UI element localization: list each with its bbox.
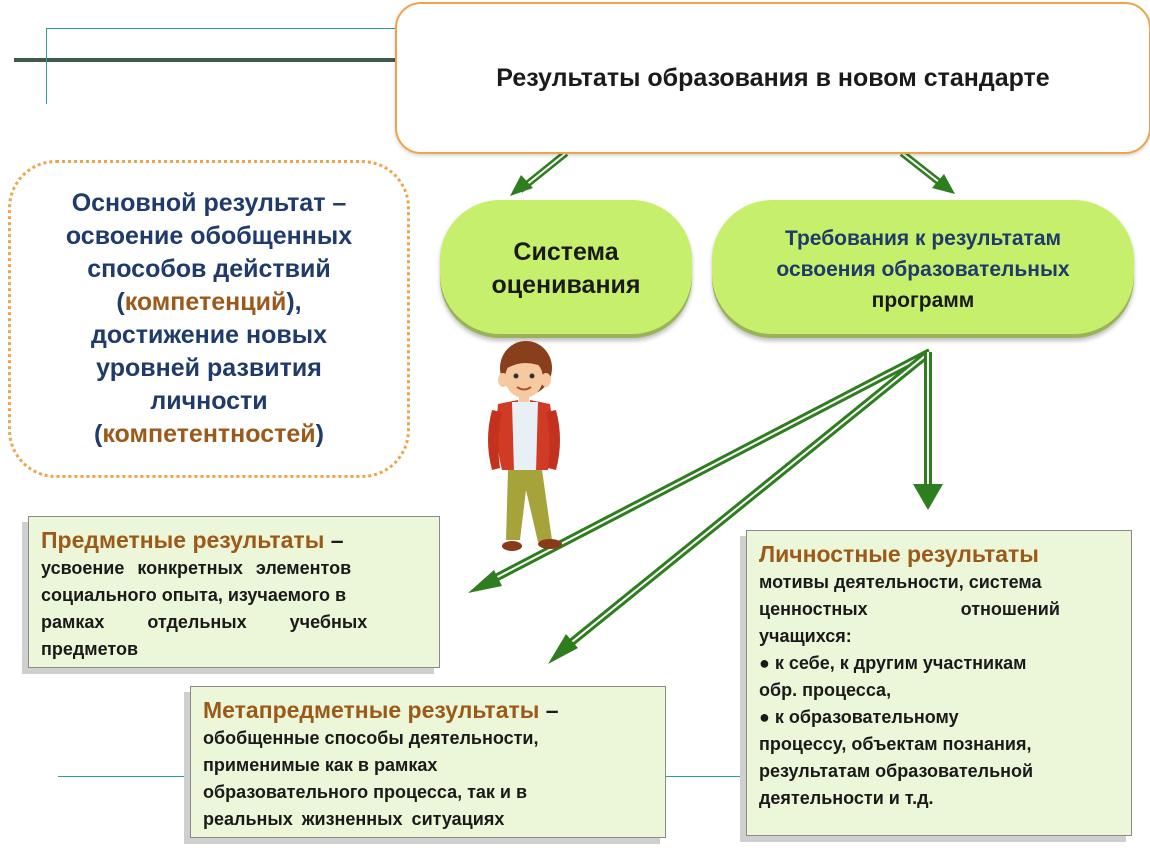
- personal-results-line-2: ценностных отношений: [759, 599, 1060, 619]
- subject-results-line-3: рамках отдельных учебных: [41, 612, 368, 632]
- subject-results-line-4: предметов: [41, 639, 139, 659]
- assessment-line-2: оценивания: [491, 271, 641, 299]
- personal-results-line-6: ● к образовательному: [759, 707, 959, 727]
- personal-results-line-9: деятельности и т.д.: [759, 788, 934, 808]
- main-result-line-6: уровней развития: [96, 354, 322, 382]
- subject-results-heading-row: Предметные результаты –: [41, 525, 427, 555]
- main-result-line-7: личности: [150, 387, 268, 415]
- subject-results-dash: –: [324, 527, 344, 553]
- meta-results-line-3: образовательного процесса, так и в: [203, 782, 528, 802]
- personal-results-box: Личностные результаты мотивы деятельност…: [746, 530, 1132, 836]
- subject-results-box: Предметные результаты – усвоение конкрет…: [28, 516, 440, 668]
- personal-results-line-1: мотивы деятельности, система: [759, 572, 1042, 592]
- deco-line-vertical: [46, 28, 47, 104]
- term-competences: компетентностей: [102, 420, 316, 448]
- meta-results-dash: –: [539, 697, 559, 723]
- subject-results-line-2: социального опыта, изучаемого в: [41, 585, 347, 605]
- requirements-line-3: программ: [871, 288, 975, 312]
- requirements-line-2: освоения образовательных: [776, 257, 1070, 281]
- arrow-title-to-requirements: [899, 150, 955, 194]
- assessment-system-node: Система оценивания: [440, 200, 692, 338]
- main-result-line-4: (компетенций),: [116, 288, 302, 316]
- arrow-title-to-assessment: [510, 150, 569, 196]
- main-result-line-2: освоение обобщенных: [65, 222, 353, 250]
- title-box: Результаты образования в новом стандарте: [395, 2, 1150, 154]
- personal-results-text: мотивы деятельности, система ценностных …: [759, 569, 1119, 812]
- meta-results-text: обобщенные способы деятельности, примени…: [203, 725, 653, 833]
- meta-results-line-2: применимые как в рамках: [203, 755, 438, 775]
- deco-line-top: [14, 58, 396, 62]
- student-illustration: [488, 341, 562, 551]
- personal-results-line-7: процессу, объектам познания,: [759, 734, 1032, 754]
- personal-results-line-8: результатам образовательной: [759, 761, 1034, 781]
- meta-results-line-4: реальных жизненных ситуациях: [203, 809, 505, 829]
- deco-line-bottom-mid: [666, 776, 746, 777]
- deco-line-top-teal: [46, 28, 396, 29]
- personal-results-line-4: ● к себе, к другим участникам: [759, 653, 1027, 673]
- assessment-line-1: Система: [513, 238, 619, 266]
- main-result-line-1: Основной результат –: [71, 189, 347, 217]
- main-result-line-3: способов действий: [87, 255, 331, 283]
- arrow-to-meta-results: [548, 348, 933, 664]
- main-result-box: Основной результат – освоение обобщенных…: [8, 160, 410, 478]
- deco-line-bottom-left: [58, 776, 190, 777]
- main-result-line-5: достижение новых: [91, 321, 327, 349]
- subject-results-line-1: усвоение конкретных элементов: [41, 558, 352, 578]
- arrow-to-personal-results: [913, 352, 943, 510]
- subject-results-text: усвоение конкретных элементов социальног…: [41, 555, 427, 663]
- meta-results-heading-row: Метапредметные результаты –: [203, 695, 653, 725]
- meta-results-heading: Метапредметные результаты: [203, 697, 540, 723]
- meta-results-box: Метапредметные результаты – обобщенные с…: [190, 686, 666, 838]
- meta-results-line-1: обобщенные способы деятельности,: [203, 728, 539, 748]
- personal-results-line-5: обр. процесса,: [759, 680, 892, 700]
- personal-results-heading: Личностные результаты: [759, 541, 1039, 567]
- term-competencies: компетенций: [124, 288, 287, 316]
- requirements-node: Требования к результатам освоения образо…: [712, 200, 1134, 338]
- personal-results-line-3: учащихся:: [759, 626, 852, 646]
- page-title: Результаты образования в новом стандарте: [496, 63, 1050, 92]
- main-result-line-8: (компетентностей): [94, 420, 324, 448]
- requirements-line-1: Требования к результатам: [784, 226, 1062, 250]
- subject-results-heading: Предметные результаты: [41, 527, 325, 553]
